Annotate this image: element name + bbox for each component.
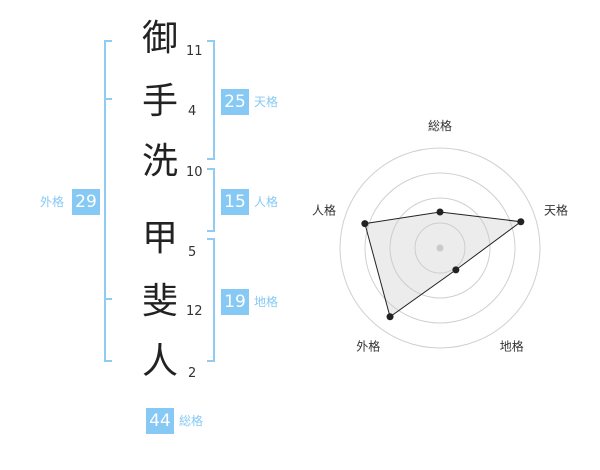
radar-ring	[364, 172, 516, 324]
stroke-count-5: 12	[186, 304, 203, 319]
name-char-4: 甲	[141, 218, 178, 259]
radar-ring	[339, 147, 541, 349]
jinkaku-value: 15	[221, 189, 249, 215]
tenkaku-value: 25	[221, 89, 249, 115]
chikaku-label: 地格	[254, 295, 279, 309]
stroke-count-4: 5	[188, 245, 197, 260]
name-char-6: 人	[141, 341, 178, 382]
stroke-count-3: 10	[186, 165, 203, 180]
chikaku-bracket	[207, 238, 215, 362]
radar-axis-label: 地格	[500, 339, 524, 354]
gaikaku-bracket	[104, 40, 112, 362]
radar-point-2	[517, 218, 525, 226]
gaikaku-label: 外格	[40, 195, 65, 209]
tenkaku-label: 天格	[254, 95, 279, 109]
bracket-tick	[104, 298, 112, 300]
radar-point-1	[436, 208, 444, 216]
stroke-count-6: 2	[188, 366, 197, 381]
radar-axis-label: 天格	[544, 202, 568, 217]
chikaku-value: 19	[221, 289, 249, 315]
jinkaku-label: 人格	[254, 195, 279, 209]
jinkaku-bracket	[207, 168, 215, 232]
tenkaku-bracket	[207, 40, 215, 160]
radar-series-polygon	[364, 211, 523, 318]
radar-point-4	[386, 313, 394, 321]
bracket-tick	[104, 98, 112, 100]
name-char-1: 御	[141, 18, 178, 59]
stroke-count-2: 4	[188, 104, 197, 119]
name-char-2: 手	[141, 81, 178, 122]
name-char-3: 洗	[141, 141, 178, 182]
radar-axis-label: 総格	[428, 118, 452, 133]
gaikaku-value: 29	[72, 189, 100, 215]
radar-point-5	[361, 220, 369, 228]
name-char-5: 斐	[141, 281, 178, 322]
radar-ring	[389, 197, 491, 299]
radar-axis-label: 人格	[312, 202, 336, 217]
radar-axis-label: 外格	[356, 339, 380, 354]
soukaku-label: 総格	[179, 414, 204, 428]
stroke-count-1: 11	[186, 44, 203, 59]
radar-center	[436, 244, 444, 252]
radar-ring	[414, 222, 466, 274]
radar-point-3	[452, 266, 460, 274]
soukaku-value: 44	[146, 408, 174, 434]
